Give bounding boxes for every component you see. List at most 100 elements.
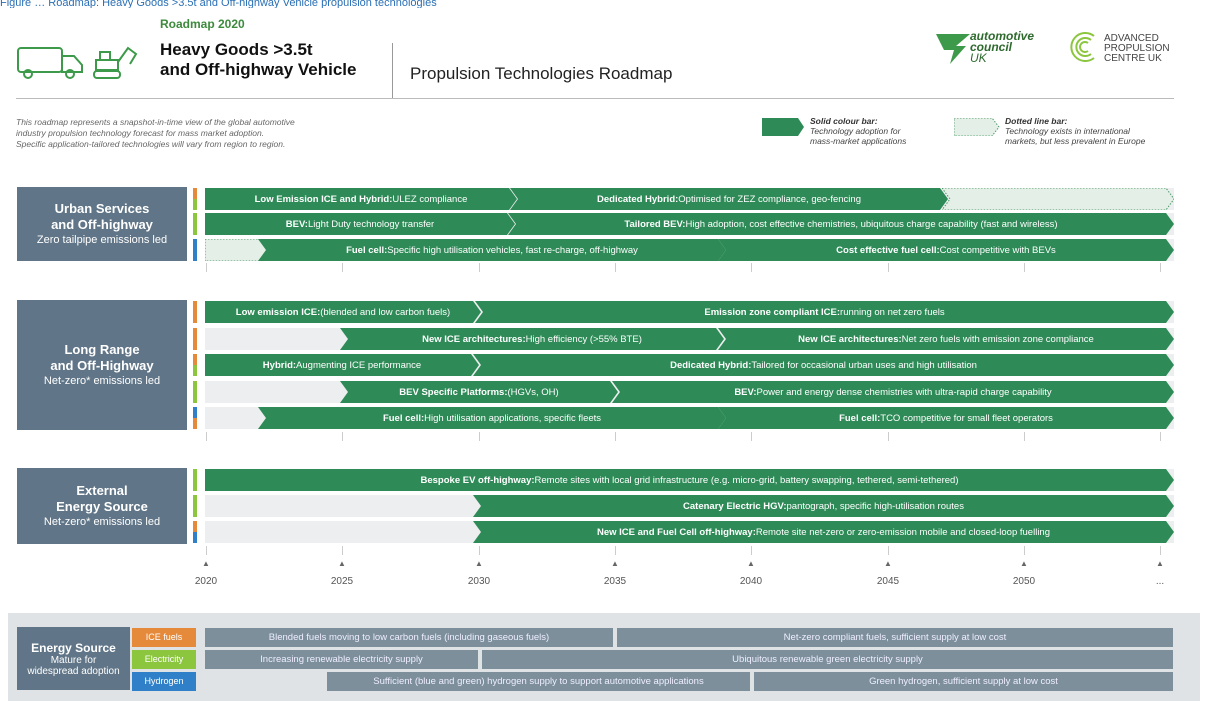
roadmap-bar-shape <box>205 354 479 376</box>
intro-line1: This roadmap represents a snapshot-in-ti… <box>16 117 295 127</box>
roadmap-bar: Tailored BEV: High adoption, cost effect… <box>516 213 1166 235</box>
legend-dotted-line1: Technology exists in international <box>1005 126 1130 136</box>
grid-tick <box>206 546 207 555</box>
year-label: 2035 <box>603 576 627 587</box>
year-marker-icon: ▲ <box>1156 559 1164 568</box>
grid-tick <box>1160 546 1161 555</box>
energy-bar: Ubiquitous renewable green electricity s… <box>482 650 1173 669</box>
year-marker-icon: ▲ <box>747 559 755 568</box>
energy-type-strip <box>193 239 197 261</box>
grid-tick <box>751 263 752 272</box>
year-label: 2025 <box>330 576 354 587</box>
header-divider <box>392 43 393 98</box>
roadmap-bar-shape <box>473 495 1174 517</box>
roadmap-bar-shape <box>508 213 1174 235</box>
energy-type-strip <box>193 328 197 350</box>
logo2-line2: PROPULSION <box>1104 43 1170 54</box>
bar-text: Power and energy dense chemistries with … <box>756 386 1052 398</box>
automotive-council-logo-icon <box>936 34 970 64</box>
legend-dotted-text: Dotted line bar: Technology exists in in… <box>1005 116 1145 146</box>
energy-source-title: Energy Source <box>31 640 116 655</box>
legend-solid-text: Solid colour bar: Technology adoption fo… <box>810 116 906 146</box>
bar-title: Fuel cell: <box>839 412 881 424</box>
legend-solid-line1: Technology adoption for <box>810 126 901 136</box>
grid-tick <box>888 263 889 272</box>
roadmap-bar-shape <box>718 239 1174 261</box>
bar-text: ULEZ compliance <box>392 193 468 205</box>
bar-text: Cost competitive with BEVs <box>939 244 1056 256</box>
roadmap-bar: Catenary Electric HGV: pantograph, speci… <box>481 495 1166 517</box>
grid-tick <box>615 546 616 555</box>
bar-title: BEV: <box>734 386 757 398</box>
bar-title: Bespoke EV off-highway: <box>420 474 535 486</box>
section-external-title2: Energy Source <box>56 499 148 514</box>
grid-tick <box>479 546 480 555</box>
intro-line2: industry propulsion technology forecast … <box>16 128 265 138</box>
roadmap-bar: BEV: Power and energy dense chemistries … <box>620 381 1166 403</box>
roadmap-bar-shape <box>205 213 515 235</box>
section-urban-sub: Zero tailpipe emissions led <box>36 234 168 246</box>
grid-tick <box>1160 432 1161 441</box>
year-label: 2030 <box>467 576 491 587</box>
bar-text: Tailored for occasional urban uses and h… <box>751 359 977 371</box>
roadmap-bar-shape <box>340 381 618 403</box>
bar-text: Augmenting ICE performance <box>296 359 422 371</box>
intro-text: This roadmap represents a snapshot-in-ti… <box>16 117 295 150</box>
legend-dotted-swatch <box>954 118 1000 136</box>
grid-tick <box>888 432 889 441</box>
bar-title: Fuel cell: <box>346 244 388 256</box>
bar-text: High adoption, cost effective chemistrie… <box>685 218 1058 230</box>
roadmap-bar: Bespoke EV off-highway: Remote sites wit… <box>213 469 1166 491</box>
roadmap-title: Propulsion Technologies Roadmap <box>410 64 673 83</box>
year-marker-icon: ▲ <box>884 559 892 568</box>
bar-text: High utilisation applications, specific … <box>424 412 602 424</box>
header-rule <box>16 98 1174 99</box>
grid-tick <box>479 263 480 272</box>
logo2-line1: ADVANCED <box>1104 33 1159 44</box>
bar-title: BEV Specific Platforms: <box>399 386 508 398</box>
year-label: 2020 <box>194 576 218 587</box>
energy-type-strip <box>193 469 197 491</box>
section-long-sub: Net-zero* emissions led <box>43 375 161 387</box>
grid-tick <box>206 432 207 441</box>
roadmap-bar: Dedicated Hybrid: Optimised for ZEZ comp… <box>518 188 940 210</box>
roadmap-bar-shape <box>612 381 1174 403</box>
roadmap-bar-shape <box>258 239 726 261</box>
legend-solid-title: Solid colour bar: <box>810 116 878 126</box>
roadmap-bar: BEV Specific Platforms: (HGVs, OH) <box>348 381 610 403</box>
bar-text: Remote site net-zero or zero-emission mo… <box>755 526 1050 538</box>
bar-title: Hybrid: <box>262 359 297 371</box>
bar-title: Dedicated Hybrid: <box>670 359 752 371</box>
roadmap-bar: Low Emission ICE and Hybrid: ULEZ compli… <box>213 188 509 210</box>
roadmap-bar: Fuel cell: High utilisation applications… <box>266 407 718 429</box>
year-marker-icon: ▲ <box>475 559 483 568</box>
energy-bar: Sufficient (blue and green) hydrogen sup… <box>327 672 750 691</box>
truck-excavator-icon <box>17 46 138 79</box>
roadmap-bar-shape <box>473 354 1174 376</box>
bar-text: pantograph, specific high-utilisation ro… <box>786 500 964 512</box>
bar-title: Fuel cell: <box>382 412 425 424</box>
legend-solid-line2: mass-market applications <box>810 136 907 146</box>
section-urban: Urban Services and Off-highway Zero tail… <box>17 187 187 261</box>
energy-type-strip <box>193 407 197 429</box>
section-urban-title2: and Off-highway <box>51 217 153 232</box>
grid-tick <box>751 546 752 555</box>
grid-tick <box>342 263 343 272</box>
section-long-title2: and Off-Highway <box>50 358 154 373</box>
year-marker-icon: ▲ <box>611 559 619 568</box>
year-label: 2050 <box>1012 576 1036 587</box>
roadmap-bar-shape <box>205 301 481 323</box>
legend-dotted-title: Dotted line bar: <box>1005 116 1068 126</box>
roadmap-bar: Low emission ICE: (blended and low carbo… <box>213 301 473 323</box>
energy-type-strip <box>193 301 197 323</box>
year-label: 2045 <box>876 576 900 587</box>
energy-type-strip <box>193 354 197 376</box>
bar-text: High efficiency (>55% BTE) <box>525 333 642 345</box>
energy-bar: Blended fuels moving to low carbon fuels… <box>205 628 613 647</box>
year-label: 2040 <box>739 576 763 587</box>
logo1-line1: automotive <box>970 29 1035 43</box>
roadmap-bar: Hybrid: Augmenting ICE performance <box>213 354 471 376</box>
legend-solid-swatch <box>762 118 804 136</box>
section-long-title1: Long Range <box>64 342 140 357</box>
energy-bar: Green hydrogen, sufficient supply at low… <box>754 672 1173 691</box>
